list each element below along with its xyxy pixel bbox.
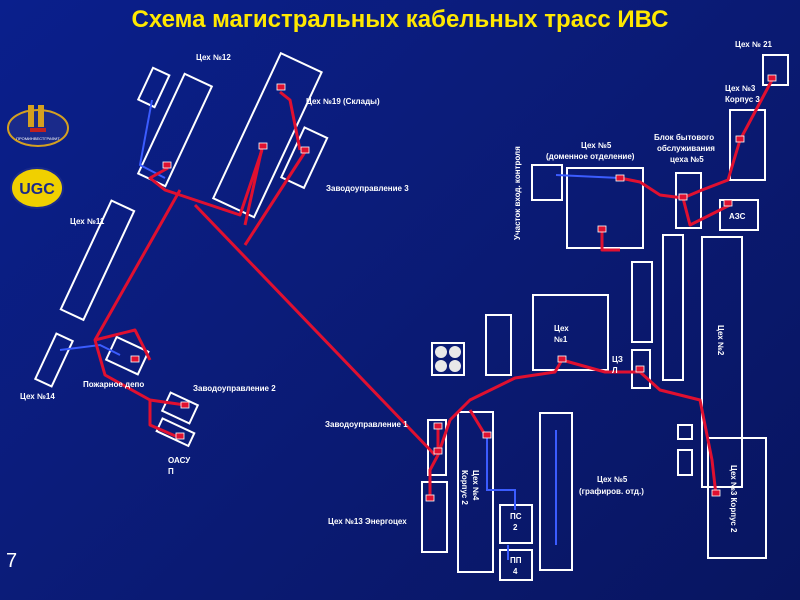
label-zavod3: Заводоуправление 3: [326, 184, 409, 193]
label-tseh13: Цех №13 Энергоцех: [328, 517, 407, 526]
label-tseh21: Цех № 21: [735, 40, 773, 49]
tank-group: [431, 342, 465, 376]
label-oasup-1: ОАСУ: [168, 456, 191, 465]
building-col1: [631, 261, 653, 343]
label-tseh12: Цех №12: [196, 53, 231, 62]
building-tseh4: [457, 411, 494, 573]
label-tseh14: Цех №14: [20, 392, 55, 401]
red-cable-routes: [93, 79, 774, 500]
label-blok-3: цеха №5: [670, 155, 704, 164]
building-tseh13: [421, 481, 448, 553]
label-azs: АЗС: [729, 212, 746, 221]
label-oasup-2: П: [168, 467, 174, 476]
page-number: 7: [6, 550, 18, 572]
label-tseh11: Цех №11: [70, 217, 105, 226]
label-tszl-2: Л: [612, 366, 618, 375]
building-pp4: [499, 549, 533, 581]
building-tseh5-domen: [566, 167, 644, 249]
label-tseh5a-2: (доменное отделение): [546, 152, 635, 161]
page-title: Схема магистральных кабельных трасс ИВС: [131, 6, 669, 33]
label-tseh2: Цех №2: [716, 325, 725, 356]
building-tseh3k2: [707, 437, 767, 559]
label-tseh3a: Цех №3: [725, 84, 756, 93]
buildings: [33, 51, 789, 581]
svg-text:ПРОМИНВЕСТГРАФИТ: ПРОМИНВЕСТГРАФИТ: [16, 136, 60, 141]
building-small1: [677, 424, 693, 440]
label-tseh1b: №1: [554, 335, 568, 344]
building-azs: [719, 199, 759, 231]
building-tseh19: [211, 51, 323, 219]
label-pozh: Пожарное депо: [83, 380, 144, 389]
label-tszl-1: ЦЗ: [612, 355, 623, 364]
label-uchastok: Участок вход. контроля: [513, 146, 522, 240]
building-col2: [662, 234, 684, 381]
building-uchastok: [531, 164, 563, 201]
building-small2: [677, 449, 693, 476]
label-blok-2: обслуживания: [657, 144, 715, 153]
label-pp-1: ПП: [510, 556, 522, 565]
building-labels: Цех №12 Цех №19 (Склады) Заводоуправлени…: [20, 40, 773, 576]
label-blok-1: Блок бытового: [654, 133, 714, 142]
label-tseh5a-1: Цех №5: [581, 141, 612, 150]
label-ps-2: 2: [513, 523, 518, 532]
building-tseh12-small: [136, 66, 171, 109]
building-tseh2: [701, 236, 743, 488]
label-tseh3b: Корпус 3: [725, 95, 760, 104]
building-pozh: [104, 335, 150, 376]
prominvestgrafit-logo: ПРОМИНВЕСТГРАФИТ: [7, 105, 69, 147]
building-tseh3k3: [729, 109, 766, 181]
label-tseh5b-1: Цех №5: [597, 475, 628, 484]
label-tseh5b-2: (графиров. отд.): [579, 487, 644, 496]
label-zavod2: Заводоуправление 2: [193, 384, 276, 393]
building-tseh1: [532, 294, 609, 371]
network-nodes: [130, 74, 777, 502]
building-zavod3: [279, 126, 329, 190]
label-pp-2: 4: [513, 567, 518, 576]
ugc-logo: UGC: [10, 167, 64, 209]
label-tseh1a: Цех: [554, 324, 569, 333]
label-tseh19: Цех №19 (Склады): [306, 97, 380, 106]
building-tseh11: [59, 199, 136, 322]
building-tseh5-graf: [539, 412, 573, 571]
blue-cable-routes: [59, 99, 621, 560]
building-oasup: [155, 417, 196, 448]
building-tszl: [631, 349, 651, 389]
label-tseh4b: Корпус 2: [460, 470, 469, 505]
building-block-left: [485, 314, 512, 376]
svg-text:UGC: UGC: [19, 181, 55, 198]
building-zavod2: [160, 391, 200, 425]
label-tseh3k2: Цех №3 Корпус 2: [729, 465, 738, 533]
label-ps-1: ПС: [510, 512, 522, 521]
building-blok: [675, 172, 702, 229]
building-tseh14: [33, 332, 75, 388]
building-tseh21: [762, 54, 789, 86]
label-tseh4a: Цех №4: [471, 470, 480, 501]
label-zavod1: Заводоуправление 1: [325, 420, 408, 429]
